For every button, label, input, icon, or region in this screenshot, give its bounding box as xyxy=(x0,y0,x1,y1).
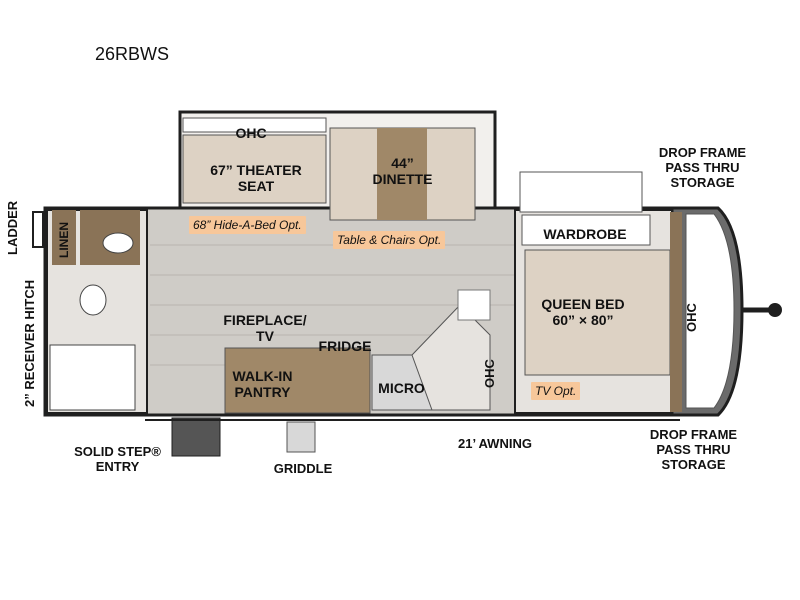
wardrobe-label: WARDROBE xyxy=(543,226,627,242)
solid-step-entry-label: SOLID STEP® ENTRY xyxy=(74,444,161,474)
dinette-label: 44” DINETTE xyxy=(372,155,433,188)
griddle-label: GRIDDLE xyxy=(273,461,333,476)
toilet xyxy=(79,284,107,316)
linen-label: LINEN xyxy=(57,222,71,258)
kitchen-counter xyxy=(411,304,491,411)
griddle-box xyxy=(286,421,316,453)
kitchen-sink xyxy=(457,289,491,321)
wardrobe xyxy=(521,214,651,246)
hide-a-bed-option-tag: 68” Hide-A-Bed Opt. xyxy=(189,216,306,234)
sink xyxy=(102,232,134,254)
table-chairs-option-tag: Table & Chairs Opt. xyxy=(333,231,446,249)
front-ohc-cabinet xyxy=(670,212,682,412)
linen-cabinet xyxy=(52,210,76,265)
entry-steps xyxy=(171,417,221,457)
fireplace-tv-label: FIREPLACE/ TV xyxy=(223,312,307,345)
front-cap-panel xyxy=(685,213,735,409)
model-name: 26RBWS xyxy=(95,44,170,64)
tv-option-tag: TV Opt. xyxy=(531,382,581,400)
queen-bed-label: QUEEN BED 60” × 80” xyxy=(541,296,625,329)
shower xyxy=(49,344,136,411)
ladder-rails xyxy=(32,211,44,248)
drop-frame-storage-top-label: DROP FRAME PASS THRU STORAGE xyxy=(658,145,747,190)
brand-logo: Flagstaff xyxy=(716,299,733,362)
hitch-coupler xyxy=(768,303,782,317)
drop-frame-top-box xyxy=(519,171,643,213)
drop-frame-storage-bottom-label: DROP FRAME PASS THRU STORAGE xyxy=(649,427,738,472)
ladder-label: LADDER xyxy=(5,200,20,255)
walk-in-pantry-label: WALK-IN PANTRY xyxy=(232,368,293,401)
queen-bed xyxy=(524,249,671,376)
ohc-top-label: OHC xyxy=(235,125,267,141)
dinette-table xyxy=(377,128,427,220)
ohc-kitchen-label: OHC xyxy=(482,359,497,388)
awning-label: 21’ AWNING xyxy=(458,436,532,451)
walk-in-pantry xyxy=(224,347,371,414)
ohc-front-label: OHC xyxy=(684,303,699,332)
ohc-top-cabinet xyxy=(182,117,327,133)
theater-seat-label: 67” THEATER SEAT xyxy=(210,162,302,195)
theater-seat xyxy=(182,134,327,204)
micro-label: MICRO xyxy=(378,380,425,396)
fridge-label: FRIDGE xyxy=(318,338,372,354)
receiver-hitch-label: 2” RECEIVER HITCH xyxy=(22,279,37,407)
